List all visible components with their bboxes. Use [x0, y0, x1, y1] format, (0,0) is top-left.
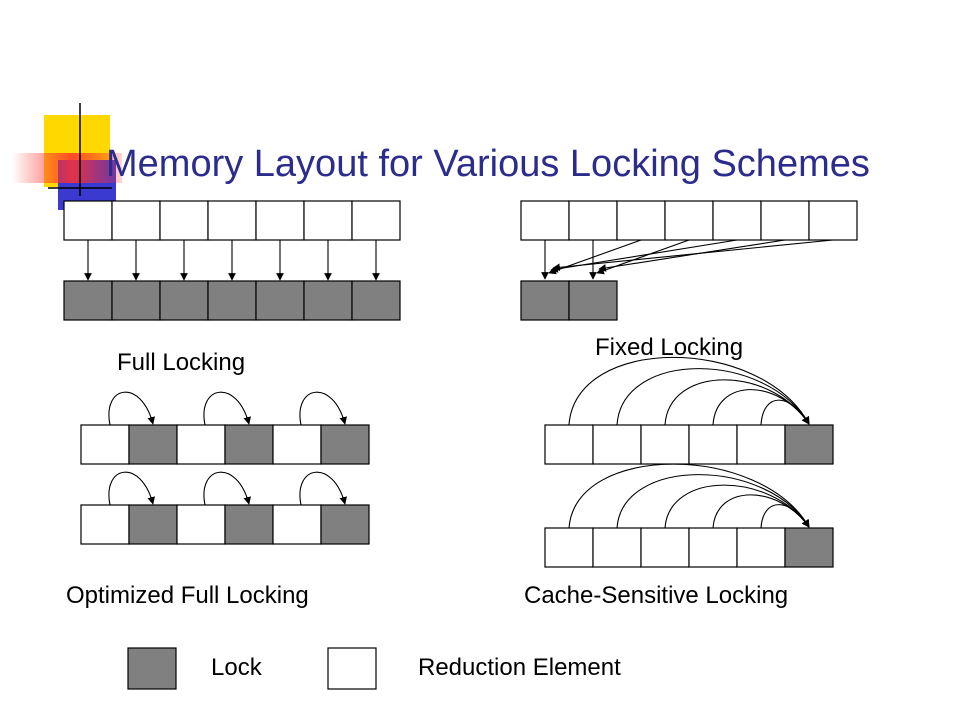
- reduction-element-cell: [568, 200, 618, 241]
- reduction-element-cell: [688, 424, 738, 465]
- full-locking-diagram: Full Locking: [63, 200, 401, 376]
- lock-arc-arrow: [108, 471, 155, 506]
- optimized-full-locking-caption: Optimized Full Locking: [66, 582, 309, 609]
- title-decoration: [12, 103, 122, 210]
- reduction-element-cell: [664, 200, 714, 241]
- lock-cell: [159, 280, 209, 321]
- lock-cell: [320, 504, 370, 545]
- lock-cell: [224, 504, 274, 545]
- fixed-locking-locks-row: [520, 280, 618, 321]
- fixed-locking-arrows: [541, 239, 834, 280]
- lock-arc-arrow: [712, 494, 810, 529]
- full-locking-caption: Full Locking: [117, 349, 245, 376]
- lock-arrow: [596, 239, 690, 275]
- fixed-locking-caption: Fixed Locking: [595, 334, 743, 361]
- reduction-element-cell: [760, 200, 810, 241]
- lock-cell: [111, 280, 161, 321]
- legend-lock-swatch: [127, 647, 177, 690]
- reduction-element-cell: [159, 200, 209, 241]
- reduction-element-cell: [736, 424, 786, 465]
- lock-cell: [568, 280, 618, 321]
- lock-arc-arrow: [568, 463, 810, 529]
- full-locking-arrows: [84, 240, 380, 281]
- reduction-element-cell: [80, 424, 130, 465]
- lock-cell: [128, 504, 178, 545]
- optimized-row-top: [80, 424, 370, 465]
- lock-arc-arrow: [616, 474, 810, 529]
- reduction-element-cell: [592, 527, 642, 568]
- reduction-element-cell: [544, 527, 594, 568]
- full-locking-locks-row: [63, 280, 401, 321]
- legend-reduction-label: Reduction Element: [418, 654, 621, 681]
- lock-arc-arrow: [299, 391, 347, 426]
- lock-arc-arrow: [568, 356, 810, 426]
- reduction-element-cell: [176, 424, 226, 465]
- deco-red-bar: [12, 153, 122, 183]
- lock-arc-arrow: [712, 389, 810, 426]
- lock-arc-arrow: [760, 399, 810, 426]
- lock-cell: [207, 280, 257, 321]
- lock-arc-arrow: [203, 391, 251, 426]
- cache-sensitive-locking-diagram: Cache-Sensitive Locking: [524, 356, 834, 609]
- cache-sensitive-locking-caption: Cache-Sensitive Locking: [524, 582, 788, 609]
- reduction-element-cell: [736, 527, 786, 568]
- reduction-element-cell: [80, 504, 130, 545]
- reduction-element-cell: [592, 424, 642, 465]
- reduction-element-cell: [712, 200, 762, 241]
- lock-cell: [784, 527, 834, 568]
- fixed-locking-diagram: Fixed Locking: [520, 200, 858, 361]
- legend-reduction-swatch: [327, 647, 377, 690]
- reduction-element-cell: [351, 200, 401, 241]
- lock-arc-arrow: [760, 504, 810, 529]
- full-locking-elements-row: [63, 200, 401, 241]
- reduction-element-cell: [640, 424, 690, 465]
- lock-arc-arrow: [203, 471, 251, 506]
- lock-cell: [128, 424, 178, 465]
- reduction-element-cell: [544, 424, 594, 465]
- reduction-element-cell: [255, 200, 305, 241]
- slide-title: Memory Layout for Various Locking Scheme…: [106, 143, 870, 185]
- lock-arc-arrow: [616, 368, 810, 426]
- optimized-arrows-top: [108, 391, 347, 426]
- lock-cell: [520, 280, 570, 321]
- cache-sensitive-arrows-bottom: [568, 463, 810, 529]
- cache-sensitive-arrows-top: [568, 356, 810, 426]
- reduction-element-cell: [272, 504, 322, 545]
- cache-sensitive-row-top: [544, 424, 834, 465]
- reduction-element-cell: [616, 200, 666, 241]
- reduction-element-cell: [176, 504, 226, 545]
- cache-sensitive-row-bottom: [544, 527, 834, 568]
- lock-cell: [351, 280, 401, 321]
- optimized-row-bottom: [80, 504, 370, 545]
- lock-cell: [255, 280, 305, 321]
- lock-cell: [224, 424, 274, 465]
- lock-arrow: [552, 239, 834, 272]
- lock-arc-arrow: [108, 391, 155, 426]
- reduction-element-cell: [808, 200, 858, 241]
- lock-cell: [63, 280, 113, 321]
- optimized-full-locking-diagram: Optimized Full Locking: [66, 391, 370, 609]
- reduction-element-cell: [640, 527, 690, 568]
- lock-cell: [784, 424, 834, 465]
- legend-lock-label: Lock: [211, 654, 263, 681]
- reduction-element-cell: [63, 200, 113, 241]
- fixed-locking-elements-row: [520, 200, 858, 241]
- lock-cell: [303, 280, 353, 321]
- reduction-element-cell: [207, 200, 257, 241]
- reduction-element-cell: [520, 200, 570, 241]
- reduction-element-cell: [272, 424, 322, 465]
- optimized-arrows-bottom: [108, 471, 347, 506]
- lock-cell: [320, 424, 370, 465]
- reduction-element-cell: [303, 200, 353, 241]
- lock-arc-arrow: [299, 471, 347, 506]
- legend: Lock Reduction Element: [127, 647, 621, 690]
- reduction-element-cell: [111, 200, 161, 241]
- reduction-element-cell: [688, 527, 738, 568]
